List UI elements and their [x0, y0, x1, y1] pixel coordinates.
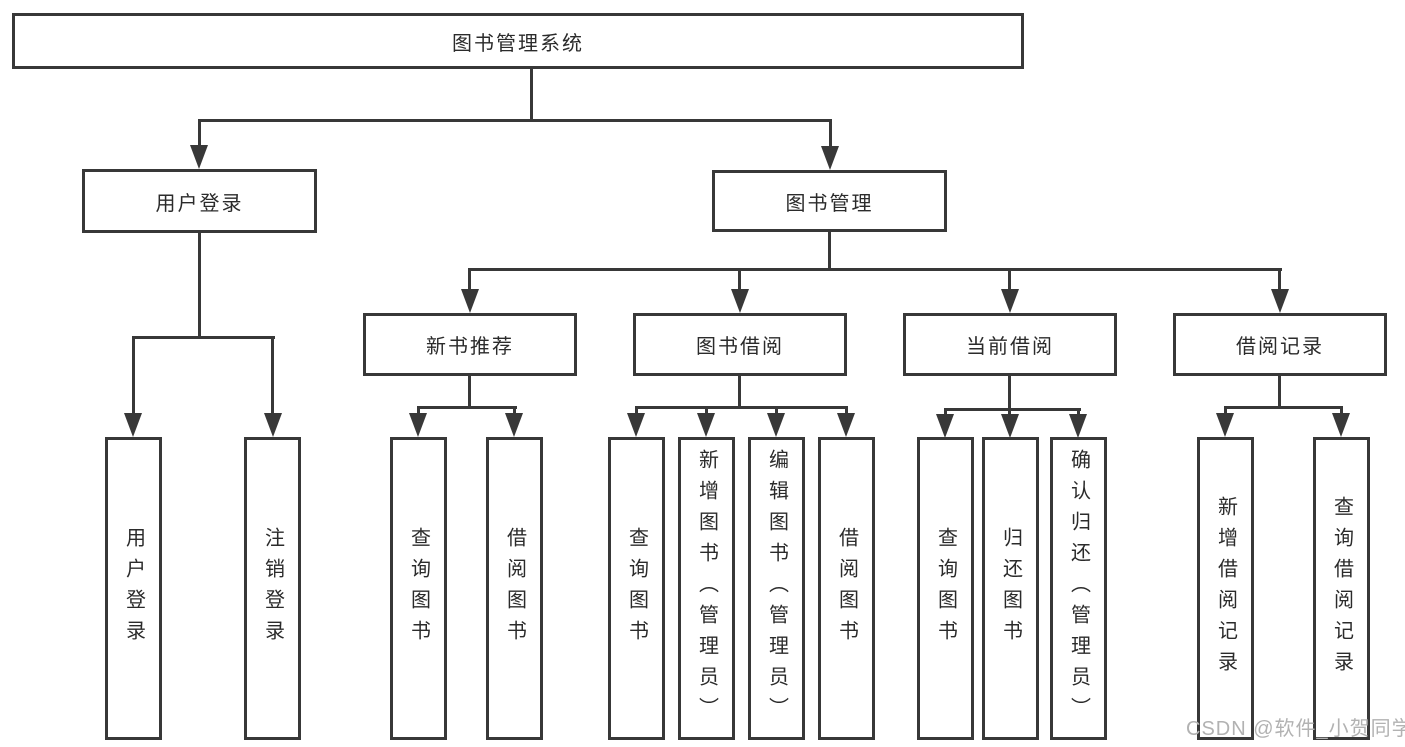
arrow-down-icon [1332, 413, 1350, 437]
connector-line [705, 406, 708, 416]
leaf-label: 归还图书 [999, 526, 1022, 651]
leaf-borrow-books-recommend: 借阅图书 [486, 437, 543, 740]
connector-line [1077, 408, 1080, 418]
leaf-label: 查询借阅记录 [1330, 495, 1353, 682]
node-borrowing-records: 借阅记录 [1173, 313, 1387, 376]
node-library-system: 图书管理系统 [12, 13, 1024, 69]
leaf-borrow-books-borrowing: 借阅图书 [818, 437, 875, 740]
node-current-borrowing: 当前借阅 [903, 313, 1117, 376]
leaf-query-borrow-record: 查询借阅记录 [1313, 437, 1370, 740]
connector-line [1008, 376, 1011, 411]
connector-line [944, 408, 947, 418]
connector-line [417, 406, 420, 416]
node-new-book-recommend: 新书推荐 [363, 313, 577, 376]
connector-line [829, 119, 832, 147]
arrow-down-icon [1001, 289, 1019, 313]
leaf-confirm-return-admin: 确认归还（管理员） [1050, 437, 1107, 740]
connector-line [132, 336, 275, 339]
connector-line [1278, 376, 1281, 409]
arrow-down-icon [627, 413, 645, 437]
node-user-login: 用户登录 [82, 169, 317, 233]
connector-line [468, 376, 471, 409]
connector-line [1340, 406, 1343, 416]
leaf-label: 注销登录 [261, 526, 284, 651]
leaf-label: 新增图书（管理员） [695, 449, 718, 728]
leaf-label: 新增借阅记录 [1214, 495, 1237, 682]
leaf-query-books-current: 查询图书 [917, 437, 974, 740]
arrow-down-icon [1001, 414, 1019, 438]
connector-line [198, 119, 832, 122]
arrow-down-icon [190, 145, 208, 169]
leaf-label: 查询图书 [407, 526, 430, 651]
connector-line [635, 406, 848, 409]
arrow-down-icon [461, 289, 479, 313]
leaf-return-books: 归还图书 [982, 437, 1039, 740]
leaf-label: 查询图书 [625, 526, 648, 651]
arrow-down-icon [1216, 413, 1234, 437]
arrow-down-icon [731, 289, 749, 313]
leaf-user-login: 用户登录 [105, 437, 162, 740]
arrow-down-icon [821, 146, 839, 170]
leaf-label: 用户登录 [122, 526, 145, 651]
leaf-query-books-borrowing: 查询图书 [608, 437, 665, 740]
leaf-label: 借阅图书 [503, 526, 526, 651]
node-book-borrowing: 图书借阅 [633, 313, 847, 376]
connector-line [198, 119, 201, 147]
leaf-label: 编辑图书（管理员） [765, 449, 788, 728]
arrow-down-icon [1271, 289, 1289, 313]
connector-line [775, 406, 778, 416]
connector-line [468, 268, 471, 292]
arrow-down-icon [697, 413, 715, 437]
arrow-down-icon [409, 413, 427, 437]
node-book-management: 图书管理 [712, 170, 947, 232]
connector-line [738, 376, 741, 409]
leaf-edit-book-admin: 编辑图书（管理员） [748, 437, 805, 740]
connector-line [468, 268, 1282, 271]
connector-line [1224, 406, 1227, 416]
arrow-down-icon [837, 413, 855, 437]
arrow-down-icon [1069, 414, 1087, 438]
connector-line [635, 406, 638, 416]
connector-line [1008, 408, 1011, 418]
arrow-down-icon [936, 414, 954, 438]
connector-line [132, 336, 135, 415]
connector-line [828, 232, 831, 271]
arrow-down-icon [264, 413, 282, 437]
connector-line [417, 406, 517, 409]
arrow-down-icon [505, 413, 523, 437]
leaf-label: 确认归还（管理员） [1067, 449, 1090, 728]
connector-line [513, 406, 516, 416]
leaf-add-book-admin: 新增图书（管理员） [678, 437, 735, 740]
connector-line [1224, 406, 1343, 409]
connector-line [845, 406, 848, 416]
leaf-label: 借阅图书 [835, 526, 858, 651]
connector-line [530, 69, 533, 121]
leaf-logout: 注销登录 [244, 437, 301, 740]
leaf-label: 查询图书 [934, 526, 957, 651]
connector-line [1008, 268, 1011, 292]
connector-line [198, 233, 201, 338]
connector-line [271, 336, 274, 415]
arrow-down-icon [767, 413, 785, 437]
arrow-down-icon [124, 413, 142, 437]
connector-line [944, 408, 1081, 411]
leaf-query-books-recommend: 查询图书 [390, 437, 447, 740]
connector-line [738, 268, 741, 292]
leaf-add-borrow-record: 新增借阅记录 [1197, 437, 1254, 740]
watermark: CSDN @软件_小贺同学 [1186, 718, 1405, 740]
connector-line [1278, 268, 1281, 292]
